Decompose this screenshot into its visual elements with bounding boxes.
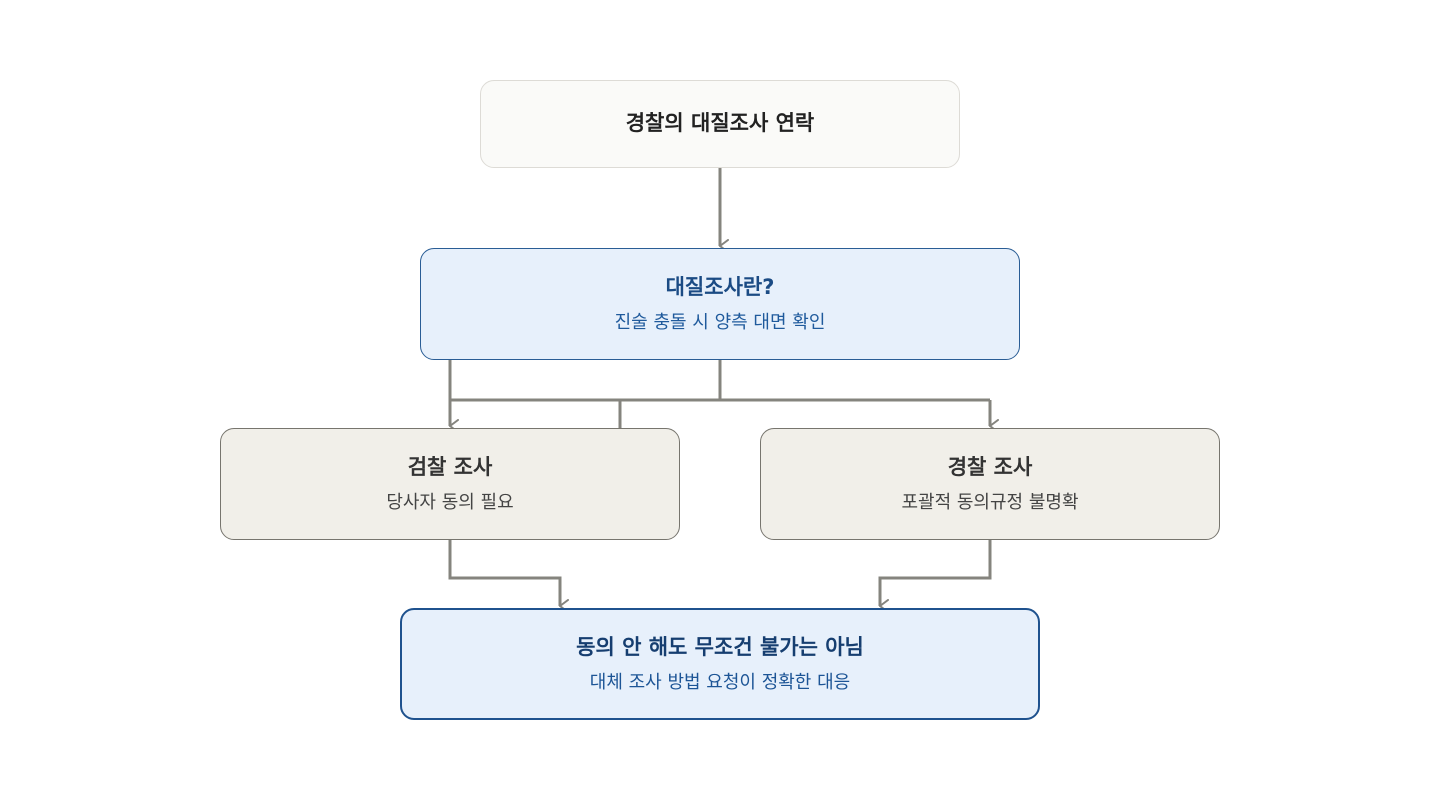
arrow-prosecution-to-conclusion xyxy=(448,540,569,613)
node-prosecution-title: 검찰 조사 xyxy=(407,454,493,479)
node-police-contact: 경찰의 대질조사 연락 xyxy=(480,80,960,168)
node-conclusion-subtitle: 대체 조사 방법 요청이 정확한 대응 xyxy=(589,671,851,693)
node-definition-subtitle: 진술 충돌 시 양측 대면 확인 xyxy=(614,311,826,333)
node-police-investigation: 경찰 조사 포괄적 동의규정 불명확 xyxy=(760,428,1220,540)
node-police-title: 경찰 조사 xyxy=(947,454,1033,479)
node-prosecution-subtitle: 당사자 동의 필요 xyxy=(386,491,514,513)
node-conclusion-title: 동의 안 해도 무조건 불가는 아님 xyxy=(576,634,864,659)
node-prosecution-investigation: 검찰 조사 당사자 동의 필요 xyxy=(220,428,680,540)
arrow-police-to-conclusion xyxy=(878,540,992,613)
node-conclusion: 동의 안 해도 무조건 불가는 아님 대체 조사 방법 요청이 정확한 대응 xyxy=(400,608,1040,720)
node-definition-title: 대질조사란? xyxy=(665,274,775,299)
node-police-subtitle: 포괄적 동의규정 불명확 xyxy=(901,491,1079,513)
node-police-contact-title: 경찰의 대질조사 연락 xyxy=(625,111,815,136)
node-definition: 대질조사란? 진술 충돌 시 양측 대면 확인 xyxy=(420,248,1020,360)
